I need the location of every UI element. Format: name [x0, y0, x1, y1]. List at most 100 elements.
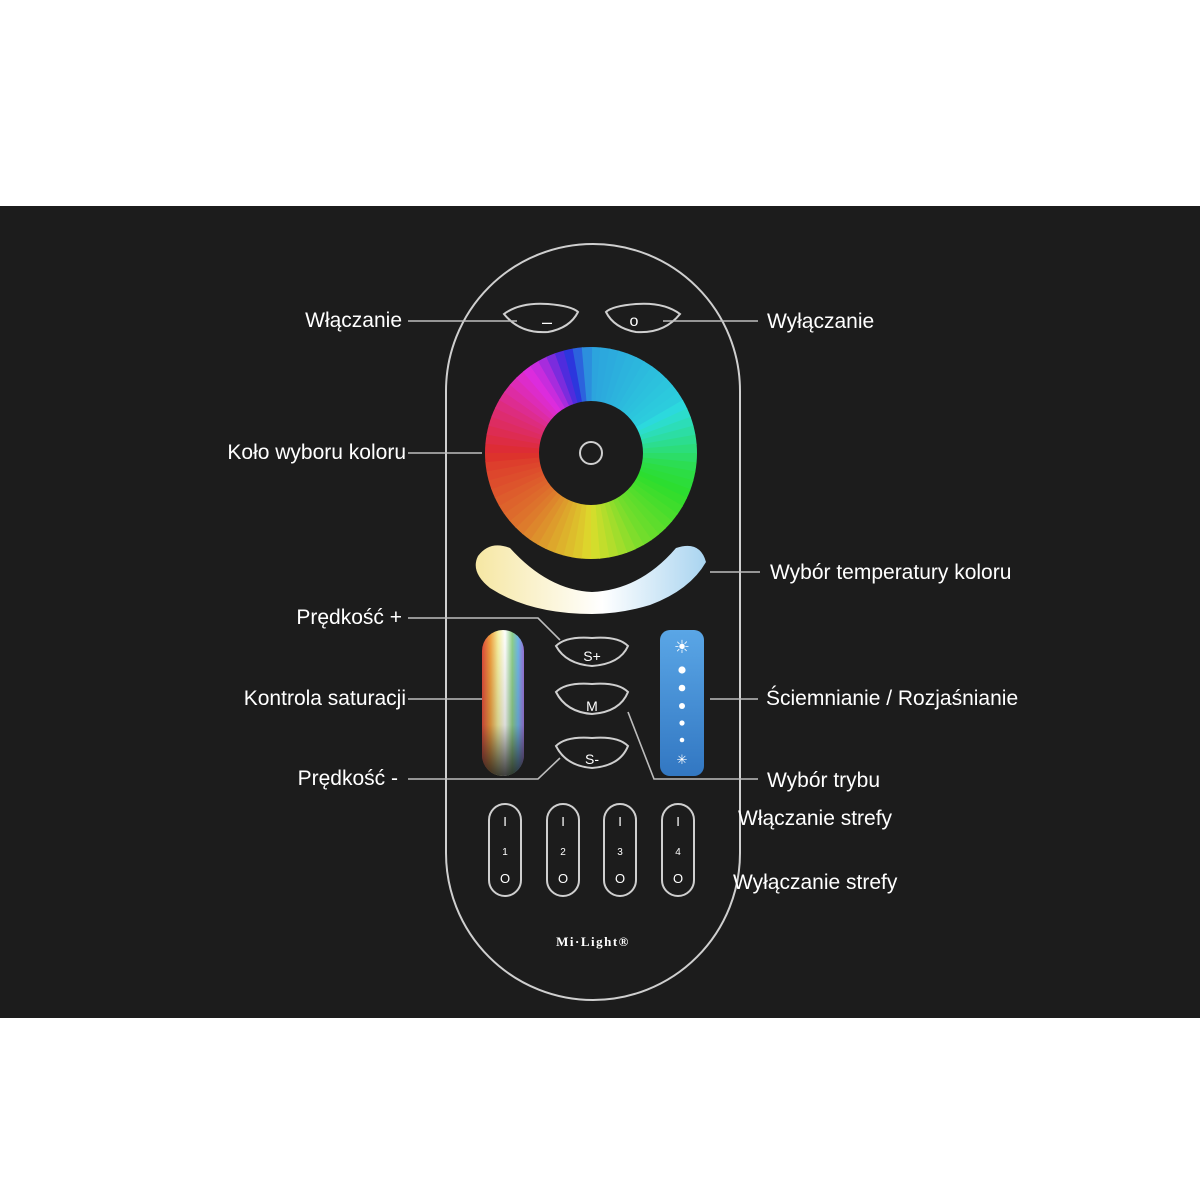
zone-button-outline[interactable]	[603, 803, 637, 897]
color-wheel-segment[interactable]	[491, 469, 546, 498]
color-wheel-segment[interactable]	[486, 461, 543, 481]
color-wheel-segment[interactable]	[640, 453, 697, 464]
color-wheel-segment[interactable]	[515, 487, 559, 535]
zone-button-3[interactable]: I 3O	[603, 803, 637, 897]
color-wheel-segment[interactable]	[491, 407, 546, 436]
color-temperature-slider[interactable]	[475, 545, 706, 614]
mode-button[interactable]: M	[554, 682, 630, 716]
color-wheel-segment[interactable]	[529, 493, 566, 545]
color-wheel-segment[interactable]	[580, 502, 591, 559]
color-wheel-segment[interactable]	[538, 356, 571, 410]
color-wheel-segment[interactable]	[612, 356, 645, 410]
color-wheel[interactable]	[484, 347, 697, 560]
color-wheel-segment[interactable]	[503, 481, 553, 522]
zone-off-mark: O	[673, 871, 683, 886]
color-wheel-segment[interactable]	[628, 481, 678, 522]
color-wheel-segment[interactable]	[626, 378, 673, 422]
color-wheel-segment[interactable]	[509, 377, 557, 421]
color-wheel-center	[539, 401, 643, 505]
color-wheel-segment[interactable]	[603, 350, 629, 407]
saturation-slider[interactable]	[482, 630, 524, 776]
color-wheel-segment[interactable]	[637, 416, 694, 441]
color-wheel-segment[interactable]	[545, 498, 574, 553]
color-wheel-segment[interactable]	[636, 408, 691, 437]
zone-number: 4	[675, 847, 681, 858]
speed-down-button[interactable]: S-	[554, 736, 630, 770]
sun-icon: ☀	[674, 637, 690, 657]
color-wheel-segment[interactable]	[485, 442, 542, 453]
color-wheel-segment[interactable]	[516, 371, 560, 418]
color-wheel-segment[interactable]	[636, 470, 691, 499]
color-wheel-segment[interactable]	[499, 391, 551, 428]
zone-button-outline[interactable]	[546, 803, 580, 897]
zone-on-mark: I	[618, 814, 622, 829]
zone-button-outline[interactable]	[661, 803, 695, 897]
color-wheel-segment[interactable]	[571, 502, 587, 559]
color-wheel-segment[interactable]	[619, 366, 660, 416]
zone-off-mark: O	[615, 871, 625, 886]
zone-on-label: Włączanie strefy	[738, 807, 893, 830]
color-wheel-segment[interactable]	[599, 501, 619, 558]
color-wheel-segment[interactable]	[530, 360, 567, 413]
color-wheel-segment[interactable]	[589, 502, 601, 560]
color-wheel-segment[interactable]	[509, 484, 556, 528]
leader-speed-down	[408, 757, 561, 780]
color-wheel-segment[interactable]	[611, 496, 644, 550]
color-wheel-segment[interactable]	[595, 347, 611, 404]
power-off-button[interactable]: o	[604, 302, 682, 334]
color-wheel-segment[interactable]	[629, 384, 679, 425]
color-wheel-segment[interactable]	[488, 415, 545, 441]
color-wheel-segment[interactable]	[488, 465, 545, 490]
color-wheel-segment[interactable]	[603, 499, 628, 556]
color-wheel-segment[interactable]	[640, 457, 697, 473]
color-wheel-center-dot[interactable]	[579, 441, 603, 465]
color-wheel-segment[interactable]	[537, 496, 570, 550]
color-wheel-segment[interactable]	[619, 491, 660, 541]
color-wheel-segment[interactable]	[631, 478, 683, 515]
leader-speed-up	[408, 617, 561, 641]
color-wheel-segment[interactable]	[637, 465, 694, 491]
color-wheel-segment[interactable]	[485, 433, 542, 449]
color-wheel-segment[interactable]	[616, 361, 653, 413]
color-wheel-segment[interactable]	[494, 473, 548, 506]
color-wheel-segment[interactable]	[563, 348, 583, 405]
dimming-label: Ściemnianie / Rozjaśnianie	[766, 687, 1019, 710]
color-wheel-segment[interactable]	[599, 348, 620, 405]
brightness-slider[interactable]: ☀ ✳	[660, 630, 704, 776]
color-wheel-segment[interactable]	[562, 501, 583, 558]
brand-logo: Mi·Light®	[556, 934, 630, 949]
zone-off-mark: O	[500, 871, 510, 886]
color-wheel-segment[interactable]	[553, 499, 579, 556]
color-wheel-segment[interactable]	[554, 350, 579, 407]
color-wheel-segment[interactable]	[608, 353, 637, 408]
color-wheel-segment[interactable]	[607, 498, 636, 553]
power-on-button[interactable]: –	[502, 302, 580, 334]
color-wheel-segment[interactable]	[484, 451, 542, 463]
power-on-symbol: –	[542, 312, 552, 332]
color-wheel-segment[interactable]	[498, 477, 551, 514]
color-wheel-segment[interactable]	[622, 488, 666, 535]
color-wheel-segment[interactable]	[639, 461, 696, 482]
color-wheel-segment[interactable]	[623, 371, 667, 419]
color-wheel-segment[interactable]	[504, 384, 554, 425]
color-wheel-segment[interactable]	[625, 485, 673, 529]
color-wheel-segment[interactable]	[522, 490, 563, 540]
zone-number: 3	[617, 847, 623, 858]
color-wheel-segment[interactable]	[631, 392, 684, 429]
speed-up-button[interactable]: S+	[554, 636, 630, 668]
color-wheel-segment[interactable]	[639, 425, 696, 445]
zone-button-1[interactable]: I1O	[488, 803, 522, 897]
color-wheel-segment[interactable]	[615, 493, 652, 546]
color-wheel-segment[interactable]	[494, 399, 548, 432]
color-wheel-segment[interactable]	[634, 400, 688, 433]
color-wheel-segment[interactable]	[634, 474, 688, 507]
color-wheel-segment[interactable]	[522, 365, 563, 415]
color-wheel-segment[interactable]	[546, 353, 575, 408]
zone-button-2[interactable]: I2O	[546, 803, 580, 897]
zone-button-4[interactable]: I4O	[661, 803, 695, 897]
color-wheel-segment[interactable]	[581, 347, 593, 404]
zone-button-outline[interactable]	[488, 803, 522, 897]
color-wheel-segment[interactable]	[591, 347, 602, 404]
color-wheel-segment[interactable]	[486, 424, 543, 445]
color-wheel-segment[interactable]	[640, 443, 697, 455]
